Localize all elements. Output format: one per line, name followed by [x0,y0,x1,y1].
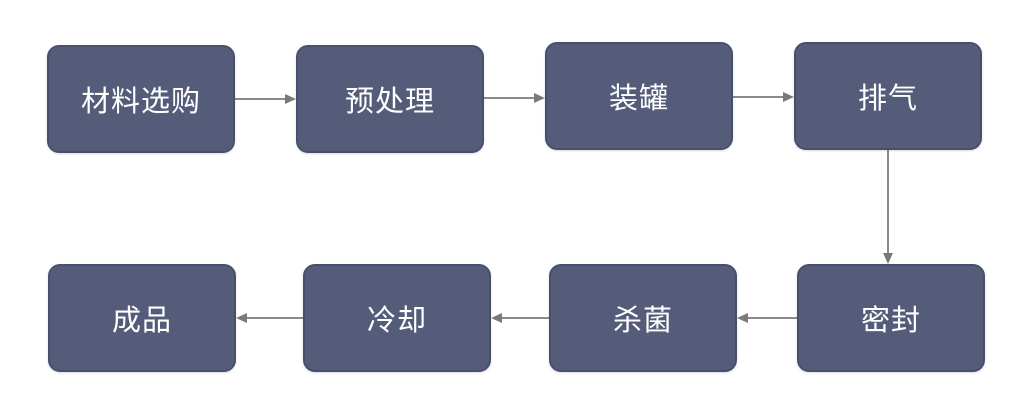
step-material-purchase: 材料选购 [47,45,235,153]
step-label: 成品 [111,303,172,337]
step-pretreatment: 预处理 [296,45,484,153]
step-finished-product: 成品 [48,264,236,372]
step-sterilization: 杀菌 [549,264,737,372]
step-label: 排气 [857,81,918,115]
step-label: 冷却 [366,303,427,337]
step-sealing: 密封 [797,264,985,372]
step-label: 材料选购 [80,84,201,118]
step-label: 预处理 [344,84,435,118]
step-exhaust: 排气 [794,42,982,150]
step-label: 杀菌 [612,303,673,337]
arrow-step3-to-step4 [733,92,794,102]
arrow-step1-to-step2 [235,94,296,104]
step-label: 密封 [860,303,921,337]
step-cooling: 冷却 [303,264,491,372]
arrow-step2-to-step3 [484,93,545,103]
arrow-step6-to-step7 [491,313,549,323]
arrow-step7-to-step8 [236,313,303,323]
arrow-step4-to-step5 [883,150,893,264]
step-label: 装罐 [608,81,669,115]
step-canning: 装罐 [545,42,733,150]
arrow-step5-to-step6 [737,313,797,323]
